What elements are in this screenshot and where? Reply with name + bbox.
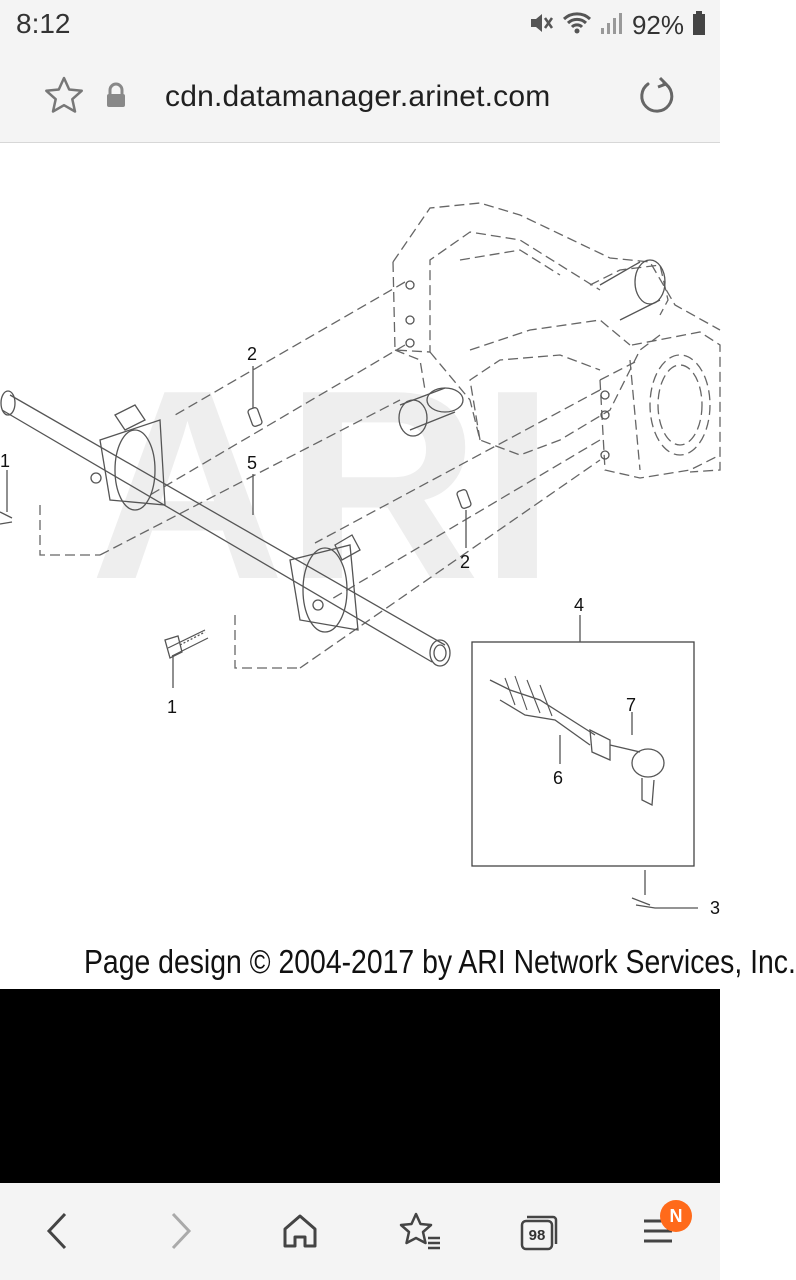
star-icon[interactable] (43, 75, 85, 122)
callout-5: 5 (247, 453, 257, 473)
forward-arrow-icon (165, 1211, 195, 1256)
page-content: ARI (0, 143, 796, 989)
tab-count: 98 (528, 1227, 546, 1244)
callout-3: 3 (710, 898, 720, 918)
battery-icon (692, 10, 706, 41)
callout-2-lower: 2 (460, 552, 470, 572)
status-bar: 8:12 92% (0, 0, 720, 50)
battery-percent: 92% (631, 9, 684, 40)
status-icons: 92% (528, 8, 706, 42)
callout-2-upper: 2 (247, 344, 257, 364)
home-button[interactable] (270, 1203, 330, 1263)
back-button[interactable] (28, 1203, 88, 1263)
bottom-navigation: 98 (0, 1183, 720, 1280)
notification-badge: N (660, 1200, 692, 1232)
callout-4: 4 (574, 595, 584, 615)
back-arrow-icon (43, 1211, 73, 1256)
home-icon (280, 1211, 320, 1256)
forward-button[interactable] (150, 1203, 210, 1263)
tabs-button[interactable]: 98 (508, 1203, 568, 1263)
status-time: 8:12 (16, 8, 71, 39)
callout-6: 6 (553, 768, 563, 788)
bookmarks-button[interactable] (390, 1203, 450, 1263)
url-text[interactable]: cdn.datamanager.arinet.com (165, 80, 551, 113)
wifi-icon (562, 10, 592, 41)
bookmarks-icon (398, 1211, 442, 1256)
callout-1-bottom: 1 (167, 697, 177, 717)
mute-icon (528, 10, 554, 41)
signal-icon (600, 10, 624, 41)
empty-page-area (0, 989, 720, 1183)
address-bar[interactable]: cdn.datamanager.arinet.com (0, 50, 720, 143)
reload-icon[interactable] (636, 76, 676, 121)
watermark-text: ARI (90, 335, 555, 636)
parts-diagram: ARI (0, 202, 721, 918)
tabs-icon: 98 (518, 1213, 558, 1253)
callout-7: 7 (626, 695, 636, 715)
lock-icon (105, 82, 127, 114)
copyright-text: Page design © 2004-2017 by ARI Network S… (84, 943, 796, 980)
callout-1-left: 1 (0, 451, 10, 471)
